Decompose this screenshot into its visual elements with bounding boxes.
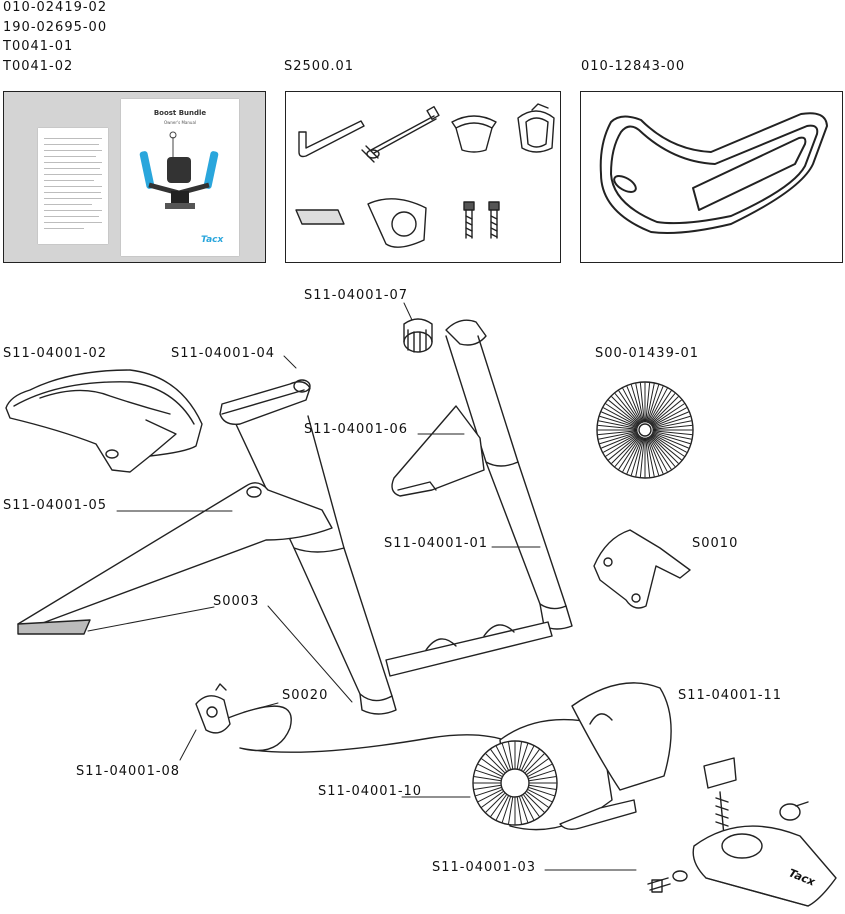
manual-subtitle: Owner's Manual xyxy=(163,120,197,125)
cover-code: 010-12843-00 xyxy=(581,59,686,74)
leader-lines xyxy=(87,302,637,871)
code-3: T0041-01 xyxy=(3,39,74,54)
cover-plate-icon xyxy=(367,198,427,248)
small-parts-code: S2500.01 xyxy=(284,59,355,74)
label-s11-04001-10: S11-04001-10 xyxy=(318,784,423,799)
manual-cover-image xyxy=(139,131,219,209)
manual-back-page xyxy=(38,128,108,244)
label-s11-04001-07: S11-04001-07 xyxy=(304,288,409,303)
manual-front-page: Boost Bundle Owner's Manual Tacx xyxy=(121,99,239,256)
manual-panel: Boost Bundle Owner's Manual Tacx xyxy=(3,91,266,263)
resistance-unit-part xyxy=(472,682,672,831)
label-s11-04001-04: S11-04001-04 xyxy=(171,346,276,361)
manual-logo: Tacx xyxy=(201,235,224,245)
label-s11-04001-11: S11-04001-11 xyxy=(678,688,783,703)
bolts-icon xyxy=(463,201,500,239)
leg-cover-part xyxy=(5,369,203,473)
bracket-part xyxy=(593,529,691,609)
shifter-lever-part xyxy=(195,683,231,734)
label-s0003: S0003 xyxy=(213,594,260,609)
label-s11-04001-08: S11-04001-08 xyxy=(76,764,181,779)
clamp-bracket-icon xyxy=(451,115,497,153)
brush-disc-part xyxy=(596,381,694,479)
hex-key-icon xyxy=(298,120,365,158)
label-s0020: S0020 xyxy=(282,688,329,703)
label-s11-04001-03: S11-04001-03 xyxy=(432,860,537,875)
adjuster-knob-part xyxy=(403,318,433,353)
cover-panel xyxy=(580,91,843,263)
small-parts-panel xyxy=(285,91,561,263)
skewer-icon xyxy=(361,105,440,163)
cable-part xyxy=(227,705,511,753)
code-1: 010-02419-02 xyxy=(3,0,108,15)
label-s00-01439-01: S00-01439-01 xyxy=(595,346,700,361)
label-s11-04001-05: S11-04001-05 xyxy=(3,498,108,513)
base-plate-part xyxy=(647,757,837,907)
manual-title: Boost Bundle xyxy=(153,109,207,117)
frame-part xyxy=(17,319,573,715)
adhesive-strip-icon xyxy=(295,209,345,225)
code-2: 190-02695-00 xyxy=(3,20,108,35)
cover-icon xyxy=(599,112,828,234)
label-s11-04001-01: S11-04001-01 xyxy=(384,536,489,551)
label-s11-04001-02: S11-04001-02 xyxy=(3,346,108,361)
label-s0010: S0010 xyxy=(692,536,739,551)
clamp-ring-icon xyxy=(517,103,555,153)
code-4: T0041-02 xyxy=(3,59,74,74)
label-s11-04001-06: S11-04001-06 xyxy=(304,422,409,437)
